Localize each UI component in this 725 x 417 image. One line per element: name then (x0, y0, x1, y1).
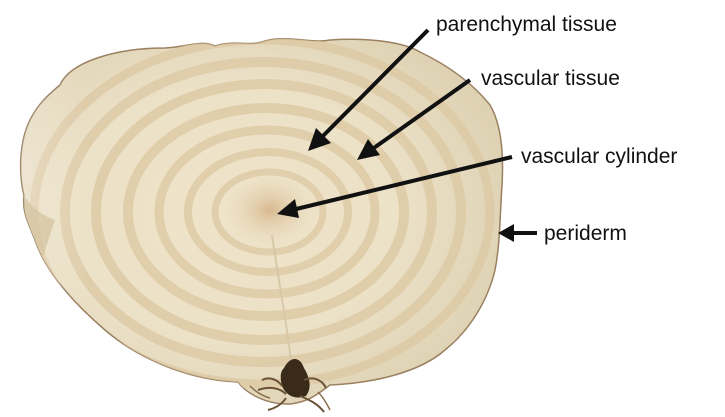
periderm-label: periderm (544, 223, 627, 244)
vascular-tissue-label: vascular tissue (481, 68, 620, 89)
vascular-cylinder-label: vascular cylinder (521, 146, 677, 167)
periderm-arrow (498, 224, 537, 242)
parenchymal-tissue-label: parenchymal tissue (436, 14, 617, 35)
